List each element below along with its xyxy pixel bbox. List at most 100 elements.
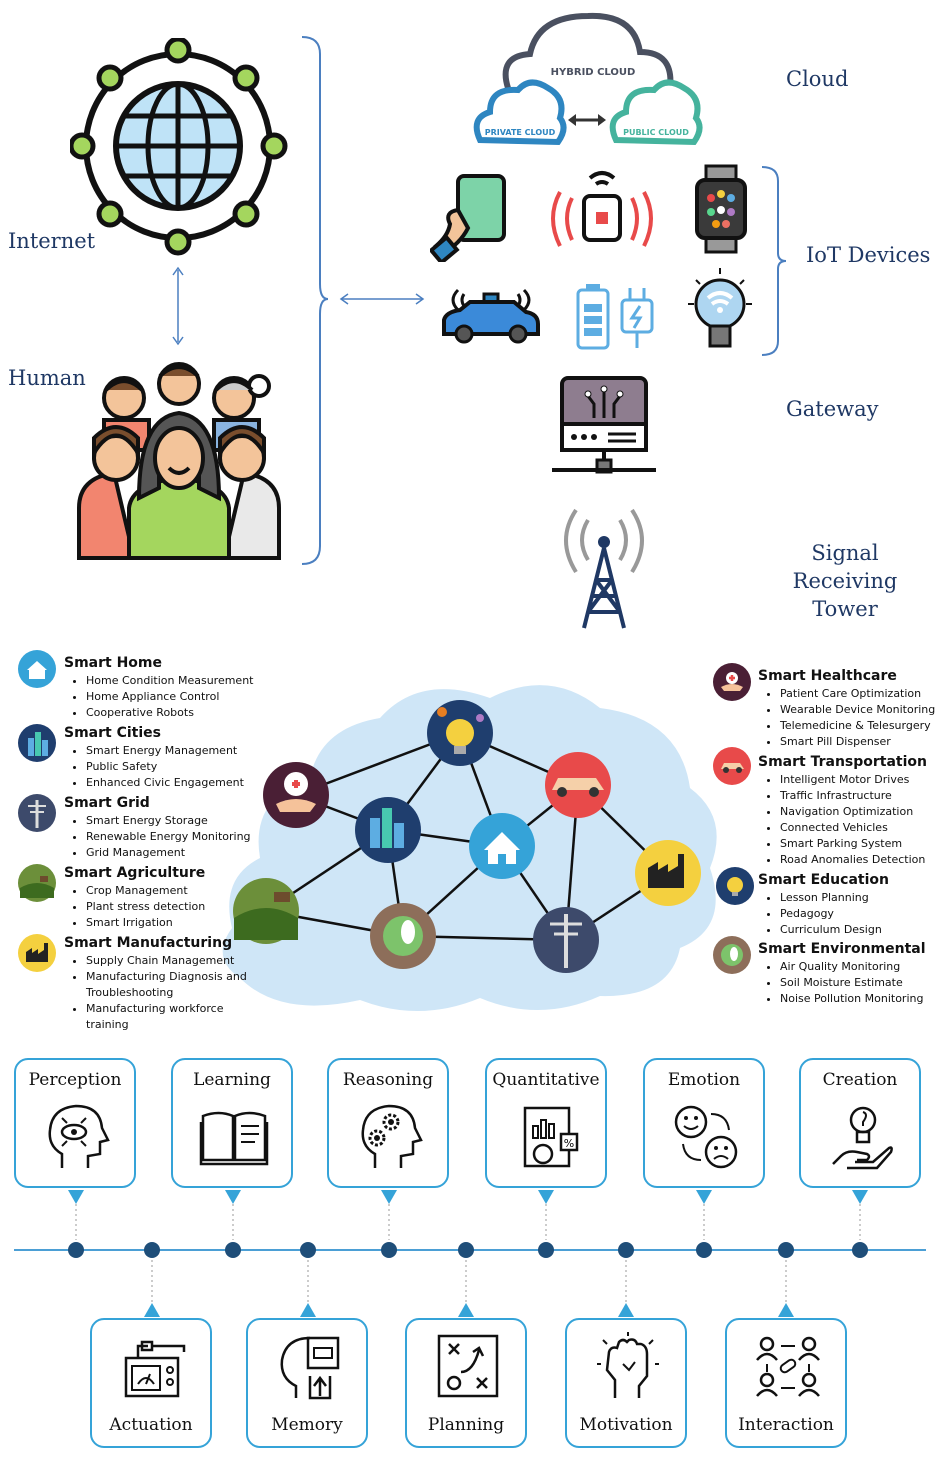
capability-actuation: Actuation [90,1318,212,1448]
bracket-connector [301,36,425,565]
people-group-icon [77,362,281,560]
app-title: Smart Agriculture [64,865,206,881]
analytics-report-icon: % [523,1106,579,1168]
raised-fist-icon [597,1332,659,1398]
emotion-faces-icon [674,1105,738,1169]
network-node-transportation [545,752,611,818]
network-node-education [427,700,493,766]
capability-label: Planning [427,1415,505,1435]
capability-emotion: Emotion [643,1058,765,1188]
app-item: Telemedicine & Telesurgery [780,718,935,734]
app-item: Smart Parking System [780,836,927,852]
capability-planning: Planning [405,1318,527,1448]
iot-architecture-section: Internet Human [0,0,942,640]
smartphone-icon [430,174,506,262]
capabilities-section: Perception Learning Reasoning Quantitati… [0,1040,942,1458]
app-title: Smart Grid [64,795,150,811]
smart-home-icon [18,650,56,688]
capability-label: Memory [271,1415,343,1435]
applications-section: Smart Home Home Condition MeasurementHom… [0,640,942,1033]
app-item: Smart Energy Storage [86,813,251,829]
smart-grid-icon [18,794,56,832]
globe-network-icon [70,38,288,256]
app-smart-transportation: Smart Transportation Intelligent Motor D… [758,754,927,868]
radio-tower-icon [564,508,644,629]
capability-quantitative: Quantitative % [485,1058,607,1188]
app-smart-home: Smart Home Home Condition MeasurementHom… [64,655,254,721]
network-node-agriculture [233,878,299,944]
signal-tower-label-line1: Signal Receiving [792,541,898,593]
app-item: Intelligent Motor Drives [780,772,927,788]
internet-human-arrow [172,266,184,346]
app-item: Home Condition Measurement [86,673,254,689]
app-item: Renewable Energy Monitoring [86,829,251,845]
capability-label: Quantitative [492,1070,600,1090]
app-item: Soil Moisture Estimate [780,975,926,991]
actuator-device-icon [124,1340,186,1398]
battery-plug-icon [576,284,654,350]
capability-label: Creation [822,1070,898,1090]
smart-environmental-icon [713,936,751,974]
app-smart-healthcare: Smart Healthcare Patient Care Optimizati… [758,668,935,750]
app-title: Smart Manufacturing [64,935,233,951]
app-title: Smart Education [758,872,889,888]
smart-education-icon [716,867,754,905]
signal-tower-label-line2: Tower [812,597,878,621]
app-title: Smart Transportation [758,754,928,770]
capability-label: Interaction [738,1415,834,1435]
head-eye-icon [48,1104,110,1168]
capability-label: Emotion [667,1070,741,1090]
app-item: Road Anomalies Detection [780,852,927,868]
signal-tower-label: Signal Receiving Tower [756,539,934,623]
app-smart-agriculture: Smart Agriculture Crop ManagementPlant s… [64,865,205,931]
smart-bulb-icon [688,268,752,348]
gateway-label: Gateway [786,397,879,421]
app-smart-cities: Smart Cities Smart Energy ManagementPubl… [64,725,244,791]
app-smart-manufacturing: Smart Manufacturing Supply Chain Managem… [64,935,264,1033]
app-smart-grid: Smart Grid Smart Energy StorageRenewable… [64,795,251,861]
network-node-cities [355,797,421,863]
app-item: Crop Management [86,883,205,899]
strategy-board-icon [437,1334,499,1398]
app-item: Lesson Planning [780,890,889,906]
smart-cities-icon [18,724,56,762]
application-cloud-network [222,685,717,1012]
capability-learning: Learning [171,1058,293,1188]
capability-motivation: Motivation [565,1318,687,1448]
app-item: Traffic Infrastructure [780,788,927,804]
app-item: Smart Irrigation [86,915,205,931]
app-title: Smart Healthcare [758,668,897,684]
iot-devices-label: IoT Devices [806,243,931,267]
capability-label: Actuation [109,1415,193,1435]
app-item: Navigation Optimization [780,804,927,820]
hybrid-cloud-icon: HYBRID CLOUD PRIVATE CLOUD PUBLIC CLOUD [473,12,703,146]
svg-text:%: % [564,1137,574,1150]
app-item: Manufacturing workforce training [86,1001,264,1033]
app-item: Curriculum Design [780,922,889,938]
network-node-grid [533,907,599,973]
capability-label: Reasoning [342,1070,434,1090]
hybrid-cloud-label: HYBRID CLOUD [551,67,636,78]
smart-manufacturing-icon [18,934,56,972]
capability-label: Perception [28,1070,122,1090]
smart-healthcare-icon [713,663,751,701]
gateway-router-icon [552,376,656,474]
network-node-manufacturing [635,840,701,906]
app-smart-education: Smart Education Lesson PlanningPedagogyC… [758,872,889,938]
open-book-icon [199,1111,269,1166]
people-link-icon [756,1336,820,1397]
cloud-label: Cloud [786,67,849,91]
network-node-home [469,813,535,879]
app-item: Pedagogy [780,906,889,922]
capability-label: Learning [193,1070,271,1090]
app-smart-environmental: Smart Environmental Air Quality Monitori… [758,941,926,1007]
network-node-environment [370,903,436,969]
app-item: Manufacturing Diagnosis and Troubleshoot… [86,969,264,1001]
capability-creation: Creation [799,1058,921,1188]
capability-perception: Perception [14,1058,136,1188]
app-title: Smart Home [64,655,163,671]
capability-memory: Memory [246,1318,368,1448]
smartwatch-icon [695,164,747,254]
idea-hand-icon [832,1106,893,1170]
app-item: Smart Pill Dispenser [780,734,935,750]
